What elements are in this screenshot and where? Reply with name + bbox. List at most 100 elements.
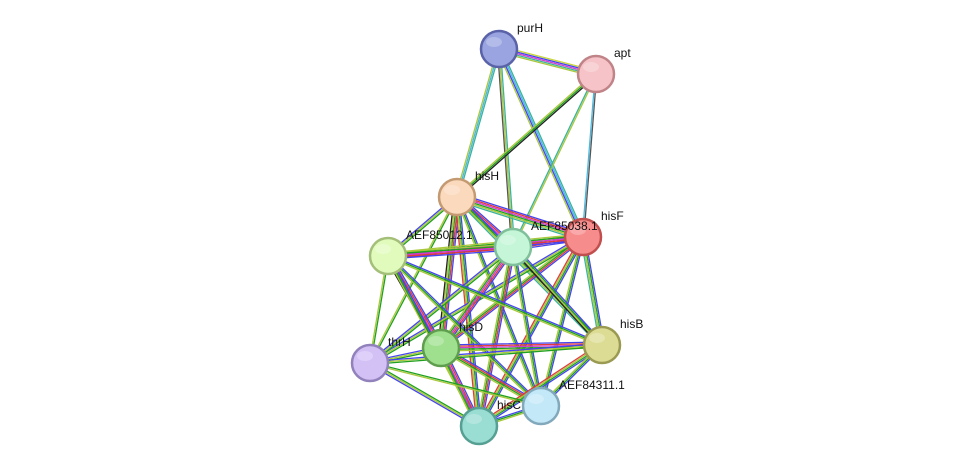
node-apt[interactable] bbox=[576, 54, 616, 94]
node-purH[interactable] bbox=[479, 29, 519, 69]
node-label-AEF85038.1: AEF85038.1 bbox=[531, 219, 598, 233]
node-thrH[interactable] bbox=[350, 343, 390, 383]
node-AEF85012.1[interactable] bbox=[368, 236, 408, 276]
edge-purH-hisH[interactable] bbox=[454, 47, 502, 199]
edge-line bbox=[538, 235, 583, 407]
node-hisD[interactable] bbox=[421, 328, 461, 368]
node-highlight bbox=[500, 235, 516, 245]
edge-line bbox=[457, 74, 598, 199]
edge-AEF85038.1-AEF85012.1[interactable] bbox=[387, 243, 514, 260]
edge-line bbox=[456, 195, 584, 237]
node-hisC[interactable] bbox=[459, 406, 499, 446]
edge-line bbox=[387, 234, 584, 256]
edge-line bbox=[370, 361, 481, 426]
edge-line bbox=[457, 192, 585, 235]
edge-line bbox=[370, 247, 515, 365]
edge-AEF85038.1-hisC[interactable] bbox=[476, 245, 516, 428]
edge-line bbox=[442, 248, 517, 351]
edge-layer bbox=[368, 45, 605, 429]
edge-line bbox=[387, 255, 542, 407]
edge-line bbox=[369, 344, 603, 364]
node-highlight bbox=[583, 62, 599, 72]
edge-line bbox=[456, 48, 500, 198]
edge-line bbox=[500, 47, 586, 237]
edge-line bbox=[387, 255, 603, 346]
edge-line bbox=[477, 342, 602, 425]
node-highlight bbox=[428, 336, 444, 346]
node-hisB[interactable] bbox=[582, 325, 622, 365]
edge-line bbox=[479, 246, 515, 427]
node-label-AEF85012.1: AEF85012.1 bbox=[406, 228, 473, 242]
edge-AEF85012.1-hisB[interactable] bbox=[386, 253, 604, 348]
edge-line bbox=[441, 196, 460, 349]
edge-line bbox=[583, 73, 598, 238]
edge-line bbox=[369, 246, 514, 364]
edge-line bbox=[477, 343, 603, 427]
edge-line bbox=[478, 344, 604, 428]
edge-hisH-hisF[interactable] bbox=[455, 192, 585, 242]
edge-line bbox=[510, 246, 541, 407]
node-AEF84311.1[interactable] bbox=[521, 386, 561, 426]
node-hisH[interactable] bbox=[437, 177, 477, 217]
edge-line bbox=[512, 246, 542, 407]
edge-AEF85012.1-AEF84311.1[interactable] bbox=[386, 254, 543, 408]
edge-line bbox=[477, 246, 513, 427]
edge-line bbox=[440, 196, 458, 349]
edge-AEF85038.1-hisB[interactable] bbox=[510, 244, 605, 348]
node-highlight bbox=[528, 394, 544, 404]
edge-line bbox=[387, 244, 514, 256]
node-label-hisF: hisF bbox=[601, 209, 624, 223]
edge-line bbox=[369, 361, 542, 406]
edge-purH-hisF[interactable] bbox=[496, 47, 586, 239]
node-label-thrH: thrH bbox=[388, 335, 411, 349]
edge-apt-hisH[interactable] bbox=[455, 72, 598, 199]
edge-line bbox=[387, 249, 514, 260]
edge-line bbox=[513, 246, 544, 407]
node-highlight bbox=[375, 244, 391, 254]
edge-line bbox=[388, 254, 543, 406]
node-label-AEF84311.1: AEF84311.1 bbox=[559, 378, 625, 392]
node-highlight bbox=[444, 185, 460, 195]
node-label-hisC: hisC bbox=[497, 398, 521, 412]
edge-line bbox=[440, 246, 514, 349]
edge-line bbox=[441, 247, 515, 350]
edge-line bbox=[457, 48, 502, 199]
edge-line bbox=[387, 243, 514, 254]
edge-thrH-AEF84311.1[interactable] bbox=[369, 361, 542, 408]
edge-line bbox=[439, 245, 513, 348]
edge-line bbox=[581, 73, 596, 238]
node-highlight bbox=[357, 351, 373, 361]
edge-line bbox=[455, 198, 583, 240]
edge-line bbox=[455, 72, 596, 197]
edge-line bbox=[368, 363, 479, 428]
node-label-purH: purH bbox=[517, 21, 543, 35]
edge-line bbox=[479, 236, 585, 428]
edge-line bbox=[386, 256, 541, 408]
edge-line bbox=[455, 199, 583, 242]
edge-apt-hisF[interactable] bbox=[581, 73, 598, 238]
edge-line bbox=[480, 246, 516, 428]
edge-line bbox=[454, 197, 602, 348]
edge-hisB-thrH[interactable] bbox=[369, 342, 603, 366]
edge-line bbox=[368, 245, 513, 363]
node-AEF85038.1[interactable] bbox=[493, 227, 533, 267]
node-highlight bbox=[589, 333, 605, 343]
edge-AEF85038.1-hisD[interactable] bbox=[437, 244, 517, 351]
node-highlight bbox=[466, 414, 482, 424]
edge-AEF85038.1-thrH[interactable] bbox=[368, 245, 515, 365]
edge-line bbox=[440, 341, 603, 346]
edge-line bbox=[456, 73, 597, 198]
node-hisF[interactable] bbox=[563, 217, 603, 257]
edge-line bbox=[369, 342, 603, 363]
edge-line bbox=[369, 362, 480, 427]
edge-line bbox=[456, 197, 584, 239]
edge-line bbox=[510, 247, 601, 348]
node-label-hisH: hisH bbox=[475, 169, 499, 183]
edge-line bbox=[498, 48, 514, 248]
edge-line bbox=[457, 194, 585, 236]
edge-thrH-hisC[interactable] bbox=[368, 361, 481, 428]
edge-AEF85038.1-AEF84311.1[interactable] bbox=[510, 246, 544, 407]
